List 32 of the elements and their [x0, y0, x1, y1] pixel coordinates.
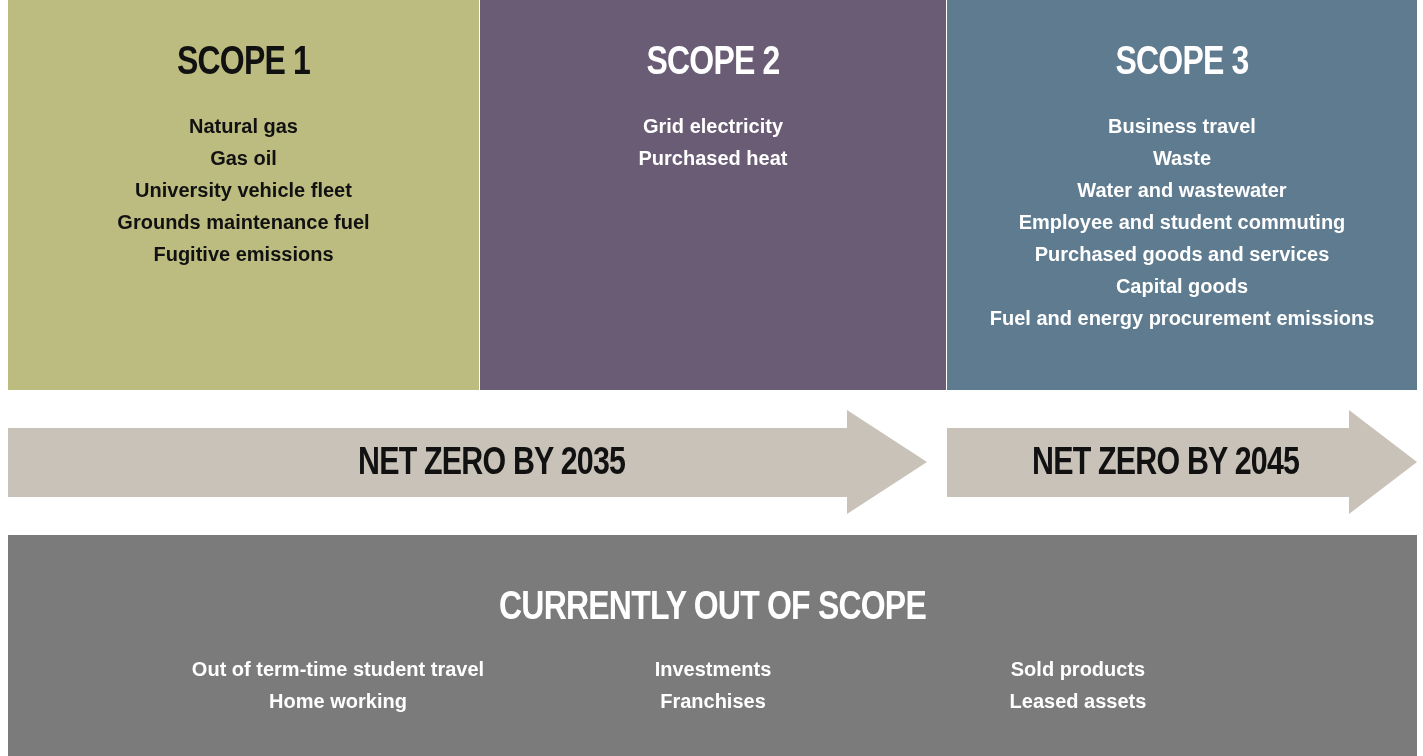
- list-item: Investments: [653, 657, 773, 682]
- banner-text: NET ZERO BY 2035: [358, 440, 626, 483]
- list-item: Out of term-time student travel: [190, 657, 486, 682]
- list-item: Gas oil: [209, 146, 278, 171]
- list-item: Natural gas: [188, 114, 299, 139]
- list-item: Purchased heat: [637, 146, 789, 171]
- list-item: Business travel: [1107, 114, 1257, 139]
- list-item: Leased assets: [1008, 689, 1148, 714]
- arrow-banner: [8, 410, 927, 514]
- panel-heading: SCOPE 2: [645, 38, 781, 83]
- list-item: Grid electricity: [641, 114, 785, 139]
- banner-text: NET ZERO BY 2045: [1032, 440, 1300, 483]
- list-item: Sold products: [1009, 657, 1147, 682]
- panel-heading: SCOPE 3: [1114, 38, 1250, 83]
- list-item: Waste: [1151, 146, 1213, 171]
- list-item: Fugitive emissions: [152, 242, 335, 267]
- list-item: Capital goods: [1114, 274, 1250, 299]
- list-item: Home working: [268, 689, 408, 714]
- scope-panel: [947, 0, 1417, 390]
- list-item: University vehicle fleet: [134, 178, 353, 203]
- scope-panel: [480, 0, 946, 390]
- out-of-scope-panel: [8, 535, 1417, 756]
- panel-heading: CURRENTLY OUT OF SCOPE: [498, 583, 927, 628]
- arrow-banner: [947, 410, 1417, 514]
- panel-heading: SCOPE 1: [175, 38, 312, 83]
- list-item: Employee and student commuting: [1017, 210, 1347, 235]
- list-item: Water and wastewater: [1076, 178, 1288, 203]
- list-item: Fuel and energy procurement emissions: [988, 306, 1376, 331]
- list-item: Grounds maintenance fuel: [116, 210, 371, 235]
- scope-panel: [8, 0, 479, 390]
- list-item: Purchased goods and services: [1033, 242, 1331, 267]
- list-item: Franchises: [659, 689, 767, 714]
